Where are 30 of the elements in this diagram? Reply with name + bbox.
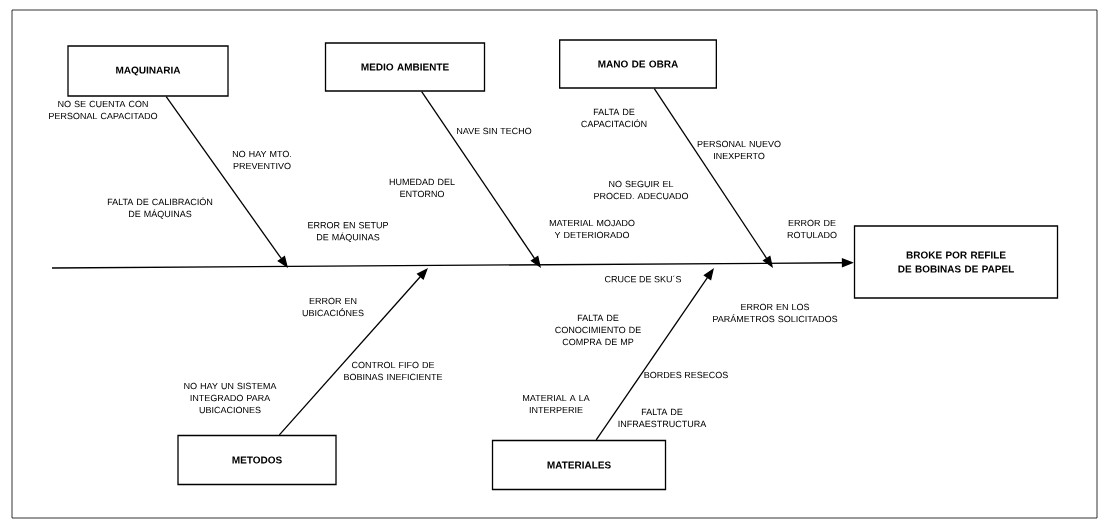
cause-label: FALTA DE INFRAESTRUCTURA xyxy=(618,408,707,428)
cause-label: FALTA DE CAPACITACIÓN xyxy=(581,108,647,128)
effect-box: BROKE POR REFILE DE BOBINAS DE PAPEL xyxy=(853,225,1059,299)
cause-label: CONTROL FIFO DE BOBINAS INEFICIENTE xyxy=(344,361,443,381)
category-box: MANO DE OBRA xyxy=(559,39,717,89)
branch-arrow xyxy=(421,91,541,268)
category-box: MEDIO AMBIENTE xyxy=(324,42,486,92)
category-box: MAQUINARIA xyxy=(67,45,229,97)
category-box: METODOS xyxy=(177,434,337,486)
cause-label: ERROR DE ROTULADO xyxy=(787,219,837,239)
cause-label: FALTA DE CONOCIMIENTO DE COMPRA DE MP xyxy=(555,314,641,346)
branch-arrow xyxy=(165,96,288,268)
cause-label: ERROR EN LOS PARÁMETROS SOLICITADOS xyxy=(713,303,838,323)
cause-label: ERROR EN SETUP DE MÁQUINAS xyxy=(308,222,389,242)
cause-label: CRUCE DE SKU´S xyxy=(604,275,682,283)
branch-arrow xyxy=(653,88,773,268)
cause-label: NO HAY MTO. PREVENTIVO xyxy=(232,150,292,170)
cause-label: HUMEDAD DEL ENTORNO xyxy=(389,178,455,198)
cause-label: BORDES RESECOS xyxy=(644,371,728,379)
cause-label: PERSONAL NUEVO INEXPERTO xyxy=(697,140,781,160)
cause-label: NAVE SIN TECHO xyxy=(457,127,532,135)
category-box: MATERIALES xyxy=(491,439,667,491)
cause-label: MATERIAL A LA INTERPERIE xyxy=(523,394,590,414)
cause-label: MATERIAL MOJADO Y DETERIORADO xyxy=(549,219,635,239)
cause-label: NO HAY UN SISTEMA INTEGRADO PARA UBICACIONES xyxy=(184,382,277,414)
cause-label: FALTA DE CALIBRACIÓN DE MÁQUINAS xyxy=(107,197,213,219)
cause-label: ERROR EN UBICACIÓNES xyxy=(302,297,364,317)
cause-label: NO SEGUIR EL PROCED. ADECUADO xyxy=(594,180,689,200)
branch-arrow xyxy=(595,268,714,441)
branch-arrow xyxy=(278,268,428,436)
